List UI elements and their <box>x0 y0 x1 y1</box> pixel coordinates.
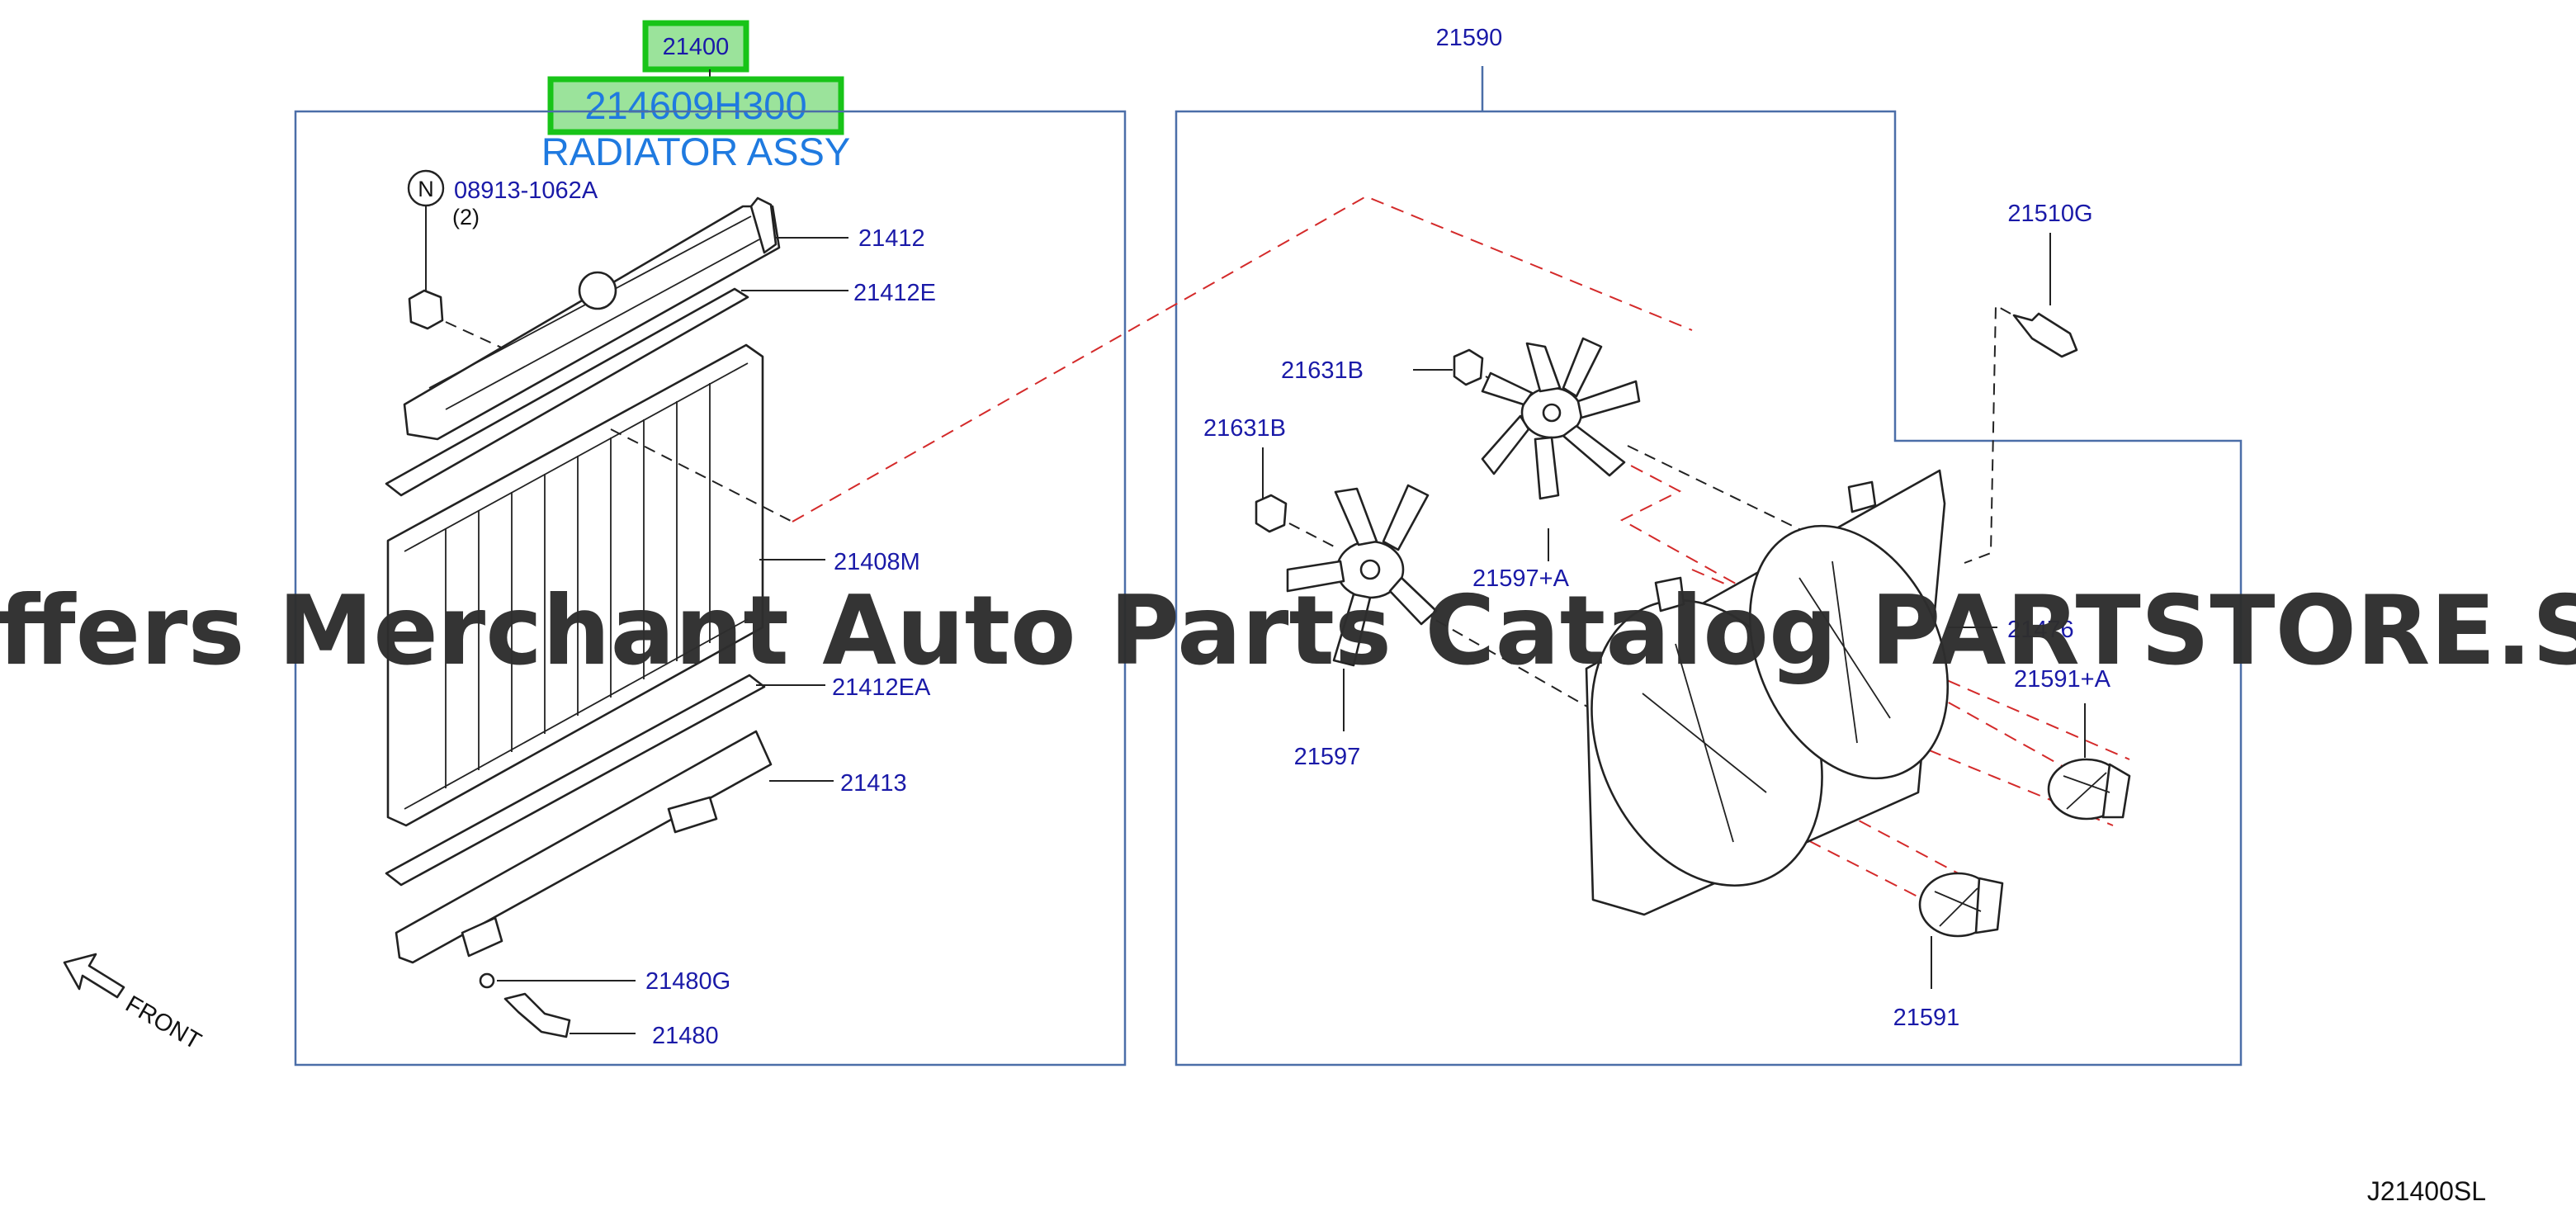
nut-lower-dash <box>1288 523 1338 549</box>
motor-lower-icon[interactable] <box>1918 872 2004 938</box>
filler-neck-icon <box>578 271 617 310</box>
bolt-label[interactable]: 21510G <box>2007 201 2092 227</box>
radiator-fin-lines <box>445 383 711 788</box>
watermark-text: Offers Merchant Auto Parts Catalog PARTS… <box>0 575 2576 687</box>
parent-code-highlight <box>642 20 749 73</box>
fan-lower-label[interactable]: 21597 <box>1294 744 1361 770</box>
nut-upper-icon[interactable] <box>1453 348 1484 386</box>
fan-lower-icon[interactable] <box>1286 484 1438 667</box>
drain-plug-label[interactable]: 21480 <box>652 1023 719 1049</box>
motor-upper-label[interactable]: 21591+A <box>2014 666 2111 693</box>
front-arrow-icon <box>63 953 125 999</box>
shroud-label[interactable]: 21476 <box>2007 617 2074 643</box>
alignment-line-upper-motor <box>1592 445 2081 777</box>
upper-seal-icon[interactable] <box>385 287 749 497</box>
radiator-core-edges <box>404 362 749 810</box>
upper-tank-label[interactable]: 21412 <box>858 225 925 252</box>
fan-assembly: 21510G 21631B 21631B 21597+A <box>1203 201 2131 1031</box>
nut-lower-icon[interactable] <box>1255 494 1288 533</box>
motor-upper-icon[interactable] <box>2047 758 2131 821</box>
radiator-frame <box>294 110 1127 1067</box>
lower-seal-label[interactable]: 21412EA <box>832 674 931 701</box>
nut-upper-label[interactable]: 21631B <box>1281 357 1364 384</box>
fan-frame <box>1175 110 2243 1067</box>
drain-cock-icon <box>461 916 503 958</box>
bolt-dash <box>1964 304 2011 564</box>
group-code-label[interactable]: 21590 <box>1436 25 1503 51</box>
clip-label[interactable]: 08913-1062A <box>454 177 598 204</box>
core-label[interactable]: 21408M <box>834 549 920 575</box>
lower-tank-label[interactable]: 21413 <box>840 770 907 797</box>
fan-lower-dash <box>1419 610 1594 711</box>
clip-icon[interactable] <box>408 289 444 330</box>
drawing-code-label: J21400SL <box>2367 1176 2486 1206</box>
assembly-name-link[interactable]: RADIATOR ASSY <box>541 130 850 173</box>
upper-seal-label[interactable]: 21412E <box>853 280 936 306</box>
clip-qty-label: (2) <box>452 205 480 229</box>
bolt-icon[interactable] <box>2012 312 2078 358</box>
upper-hose-pipe-icon <box>749 196 778 254</box>
lower-seal-icon[interactable] <box>385 674 766 887</box>
assembly-header[interactable]: 21400 214609H300 RADIATOR ASSY <box>541 20 850 173</box>
lower-tank-icon[interactable] <box>395 730 773 964</box>
fan-upper-label[interactable]: 21597+A <box>1472 565 1570 592</box>
drain-gasket-label[interactable]: 21480G <box>645 968 730 995</box>
shroud-icon[interactable] <box>1548 469 1986 922</box>
motor-lower-label[interactable]: 21591 <box>1893 1005 1960 1031</box>
front-label: FRONT <box>121 991 206 1055</box>
part-number-highlight <box>547 76 844 135</box>
lower-hose-pipe-icon <box>667 796 718 834</box>
radiator-assembly: N 08913-1062A (2) 21412 21412E 21408M 21… <box>63 169 936 1055</box>
drain-plug-icon[interactable] <box>503 992 571 1038</box>
nut-lower-label[interactable]: 21631B <box>1203 415 1286 442</box>
n-symbol-text: N <box>418 177 434 201</box>
radiator-fins <box>445 383 711 788</box>
part-number-link[interactable]: 214609H300 <box>584 83 806 127</box>
fan-upper-icon[interactable] <box>1481 337 1641 500</box>
drain-gasket-icon[interactable] <box>479 972 495 989</box>
parent-code-label[interactable]: 21400 <box>663 34 730 60</box>
core-dash <box>610 428 793 523</box>
radiator-core-icon[interactable] <box>386 343 764 827</box>
clip-dash <box>445 321 529 361</box>
alignment-line-top <box>792 195 1693 523</box>
